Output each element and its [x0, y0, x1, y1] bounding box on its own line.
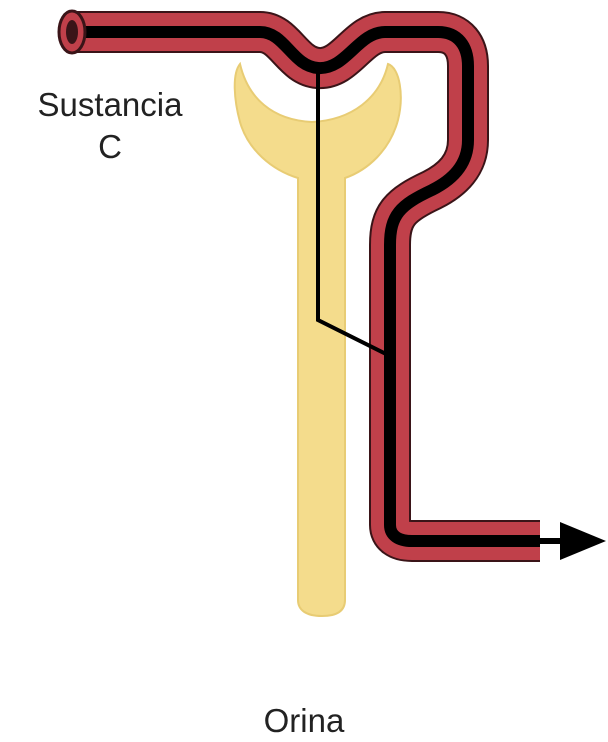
substance-label-name: Sustancia [10, 84, 210, 126]
vessel-opening-inner [66, 20, 78, 44]
arrow-right-icon [532, 522, 606, 560]
urine-label: Orina [0, 700, 608, 742]
substance-label: Sustancia C [10, 84, 210, 168]
substance-label-letter: C [10, 126, 210, 168]
vessel-opening [59, 11, 85, 53]
